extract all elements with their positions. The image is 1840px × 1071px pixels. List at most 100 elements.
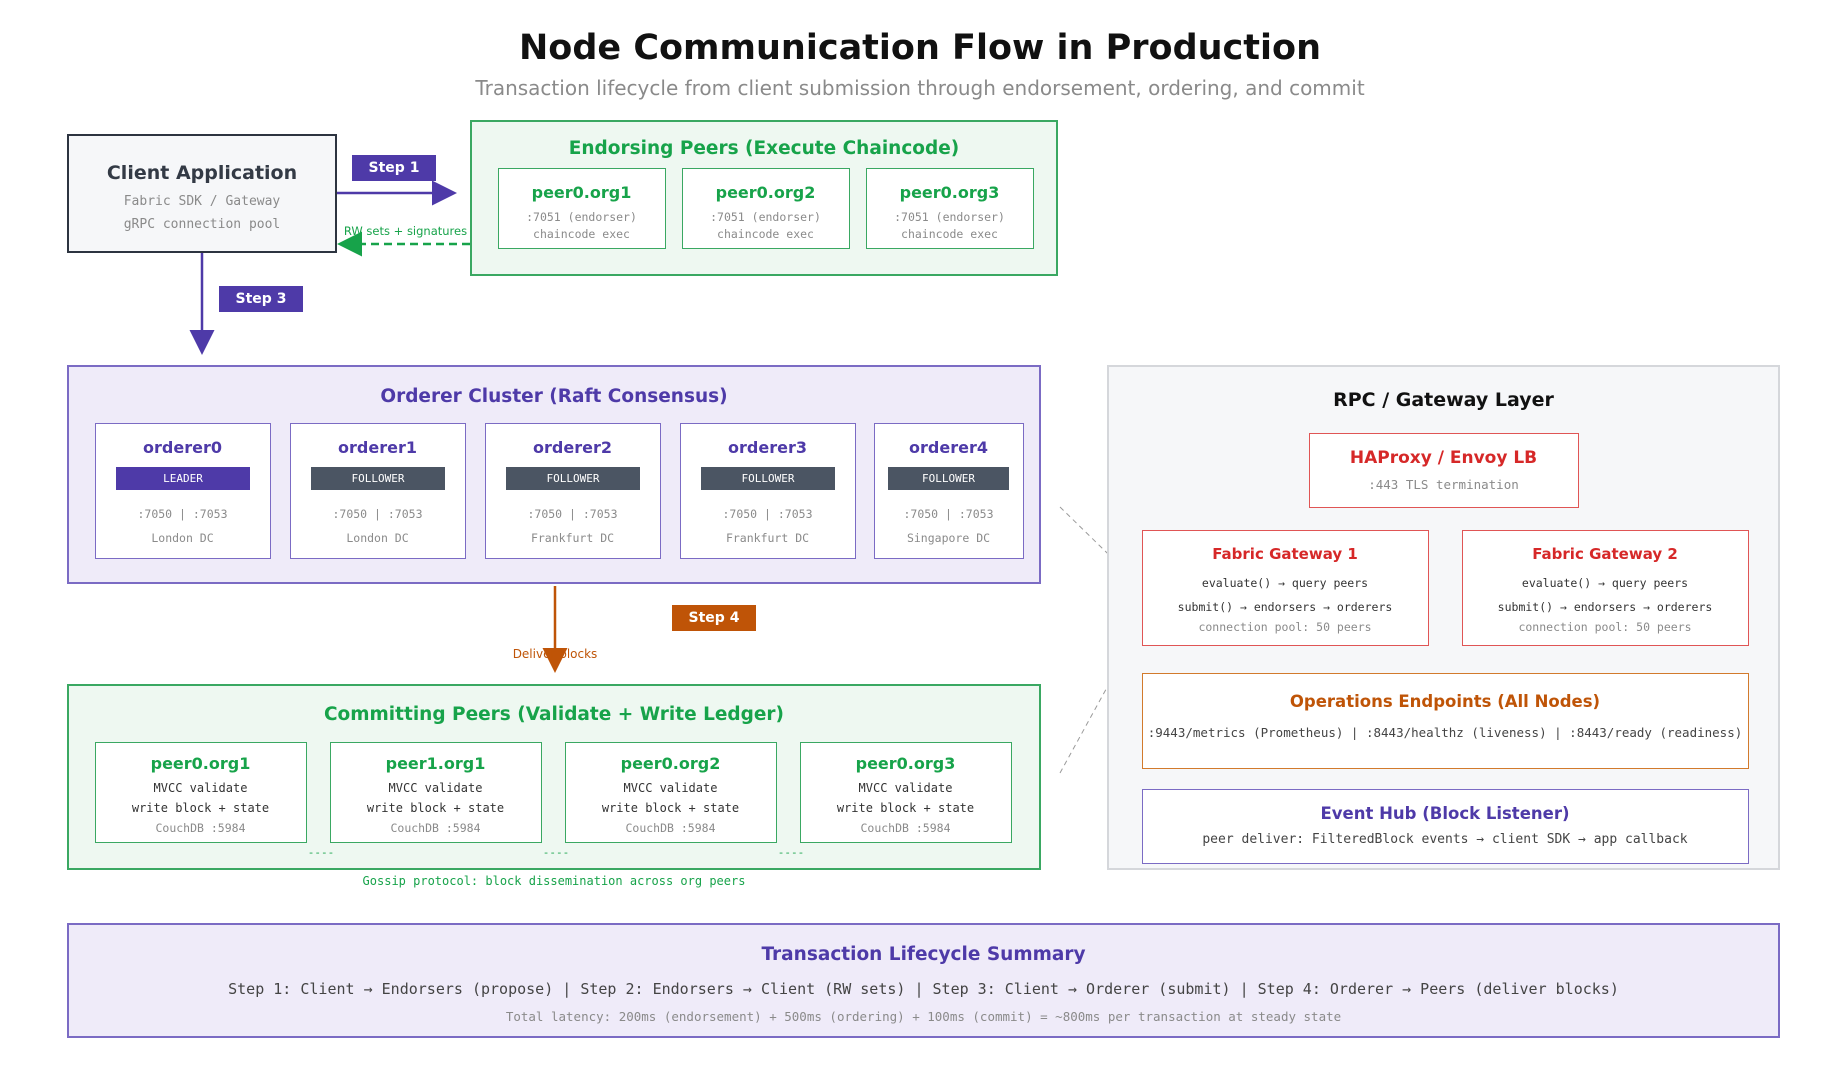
leader-badge: LEADER xyxy=(116,467,250,490)
peer-line-3: CouchDB :5984 xyxy=(390,821,481,835)
gateway-title: Fabric Gateway 2 xyxy=(1532,545,1678,563)
operations-endpoints-box: Operations Endpoints (All Nodes) :9443/m… xyxy=(1142,673,1749,769)
gossip-dash: ---- xyxy=(307,846,335,859)
committing-peer-card: peer0.org1 MVCC validate write block + s… xyxy=(95,742,307,843)
follower-badge: FOLLOWER xyxy=(311,467,445,490)
rw-sets-label: RW sets + signatures xyxy=(343,224,468,238)
peer-name: peer0.org2 xyxy=(715,183,816,202)
gossip-protocol-label: Gossip protocol: block dissemination acr… xyxy=(362,874,746,888)
orderer-name: orderer1 xyxy=(338,438,417,457)
orderer-ports: :7050 | :7053 xyxy=(903,507,994,521)
operations-title: Operations Endpoints (All Nodes) xyxy=(1289,692,1601,711)
peer-role: chaincode exec xyxy=(901,227,998,241)
orderer-dc: Frankfurt DC xyxy=(530,531,615,545)
step3-tag: Step 3 xyxy=(219,286,303,312)
gateway-link-line-1 xyxy=(1059,506,1144,589)
orderer-card: orderer3 FOLLOWER :7050 | :7053 Frankfur… xyxy=(680,423,856,559)
gateway-line-3: connection pool: 50 peers xyxy=(1198,620,1372,634)
client-line-2: gRPC connection pool xyxy=(123,217,281,232)
orderer-name: orderer0 xyxy=(143,438,222,457)
orderer-dc: London DC xyxy=(346,531,409,545)
orderer-ports: :7050 | :7053 xyxy=(722,507,813,521)
page-title: Node Communication Flow in Production xyxy=(519,28,1321,68)
endorsing-peer-card: peer0.org2 :7051 (endorser) chaincode ex… xyxy=(682,168,850,249)
peer-name: peer1.org1 xyxy=(385,754,486,773)
gateway-line-2: submit() → endorsers → orderers xyxy=(1497,600,1713,614)
peer-name: peer0.org3 xyxy=(855,754,956,773)
orderer-dc: Singapore DC xyxy=(906,531,991,545)
summary-steps: Step 1: Client → Endorsers (propose) | S… xyxy=(228,980,1619,998)
peer-line-3: CouchDB :5984 xyxy=(625,821,716,835)
committing-peer-card: peer1.org1 MVCC validate write block + s… xyxy=(330,742,542,843)
gossip-dash: ---- xyxy=(777,846,805,859)
orderer-card: orderer0 LEADER :7050 | :7053 London DC xyxy=(95,423,271,559)
gateway-line-1: evaluate() → query peers xyxy=(1201,576,1369,590)
gateway-layer-panel: RPC / Gateway Layer HAProxy / Envoy LB :… xyxy=(1107,365,1780,870)
step1-tag: Step 1 xyxy=(352,155,436,181)
operations-endpoints: :9443/metrics (Prometheus) | :8443/healt… xyxy=(1147,725,1743,740)
peer-line-1: MVCC validate xyxy=(388,781,483,795)
peer-line-1: MVCC validate xyxy=(153,781,248,795)
peer-name: peer0.org1 xyxy=(150,754,251,773)
client-title: Client Application xyxy=(106,162,298,184)
orderer-card: orderer2 FOLLOWER :7050 | :7053 Frankfur… xyxy=(485,423,661,559)
orderer-ports: :7050 | :7053 xyxy=(137,507,228,521)
event-hub-sub: peer deliver: FilteredBlock events → cli… xyxy=(1202,832,1688,847)
peer-port: :7051 (endorser) xyxy=(710,210,821,224)
step4-tag: Step 4 xyxy=(672,605,756,631)
orderer-cluster-panel: Orderer Cluster (Raft Consensus) orderer… xyxy=(67,365,1041,584)
orderer-dc: London DC xyxy=(151,531,214,545)
endorsing-title: Endorsing Peers (Execute Chaincode) xyxy=(568,138,960,159)
peer-line-2: write block + state xyxy=(366,801,505,815)
peer-name: peer0.org3 xyxy=(899,183,1000,202)
gateway-line-3: connection pool: 50 peers xyxy=(1518,620,1692,634)
orderer-cluster-title: Orderer Cluster (Raft Consensus) xyxy=(380,386,728,407)
fabric-gateway-card: Fabric Gateway 1 evaluate() → query peer… xyxy=(1142,530,1429,646)
peer-role: chaincode exec xyxy=(533,227,630,241)
orderer-name: orderer2 xyxy=(533,438,612,457)
peer-port: :7051 (endorser) xyxy=(526,210,637,224)
peer-line-3: CouchDB :5984 xyxy=(155,821,246,835)
gateway-title: Fabric Gateway 1 xyxy=(1212,545,1358,563)
gateway-link-line-2 xyxy=(1059,621,1144,774)
peer-line-2: write block + state xyxy=(836,801,975,815)
load-balancer-box: HAProxy / Envoy LB :443 TLS termination xyxy=(1309,433,1579,508)
gateway-line-1: evaluate() → query peers xyxy=(1521,576,1689,590)
committing-peer-card: peer0.org2 MVCC validate write block + s… xyxy=(565,742,777,843)
peer-role: chaincode exec xyxy=(717,227,814,241)
gateway-layer-title: RPC / Gateway Layer xyxy=(1333,389,1554,411)
peer-line-1: MVCC validate xyxy=(623,781,718,795)
load-balancer-sub: :443 TLS termination xyxy=(1368,477,1519,492)
orderer-card: orderer4 FOLLOWER :7050 | :7053 Singapor… xyxy=(874,423,1024,559)
deliver-blocks-label: Deliver blocks xyxy=(512,647,598,661)
orderer-name: orderer3 xyxy=(728,438,807,457)
follower-badge: FOLLOWER xyxy=(506,467,640,490)
load-balancer-title: HAProxy / Envoy LB xyxy=(1349,448,1538,468)
orderer-ports: :7050 | :7053 xyxy=(332,507,423,521)
event-hub-title: Event Hub (Block Listener) xyxy=(1320,804,1570,823)
client-line-1: Fabric SDK / Gateway xyxy=(123,194,281,209)
endorsing-peers-panel: Endorsing Peers (Execute Chaincode) peer… xyxy=(470,120,1058,276)
peer-line-2: write block + state xyxy=(601,801,740,815)
committing-peer-card: peer0.org3 MVCC validate write block + s… xyxy=(800,742,1012,843)
endorsing-peer-card: peer0.org1 :7051 (endorser) chaincode ex… xyxy=(498,168,666,249)
fabric-gateway-card: Fabric Gateway 2 evaluate() → query peer… xyxy=(1462,530,1749,646)
orderer-card: orderer1 FOLLOWER :7050 | :7053 London D… xyxy=(290,423,466,559)
peer-port: :7051 (endorser) xyxy=(894,210,1005,224)
peer-line-2: write block + state xyxy=(131,801,270,815)
committing-peers-panel: Committing Peers (Validate + Write Ledge… xyxy=(67,684,1041,870)
orderer-name: orderer4 xyxy=(909,438,988,457)
orderer-dc: Frankfurt DC xyxy=(725,531,810,545)
orderer-ports: :7050 | :7053 xyxy=(527,507,618,521)
endorsing-peer-card: peer0.org3 :7051 (endorser) chaincode ex… xyxy=(866,168,1034,249)
gateway-line-2: submit() → endorsers → orderers xyxy=(1177,600,1393,614)
follower-badge: FOLLOWER xyxy=(701,467,835,490)
peer-name: peer0.org2 xyxy=(620,754,721,773)
summary-latency: Total latency: 200ms (endorsement) + 500… xyxy=(505,1009,1342,1024)
client-application-box: Client Application Fabric SDK / Gateway … xyxy=(67,134,337,253)
summary-title: Transaction Lifecycle Summary xyxy=(761,944,1086,965)
peer-line-1: MVCC validate xyxy=(858,781,953,795)
follower-badge: FOLLOWER xyxy=(888,467,1009,490)
peer-line-3: CouchDB :5984 xyxy=(860,821,951,835)
